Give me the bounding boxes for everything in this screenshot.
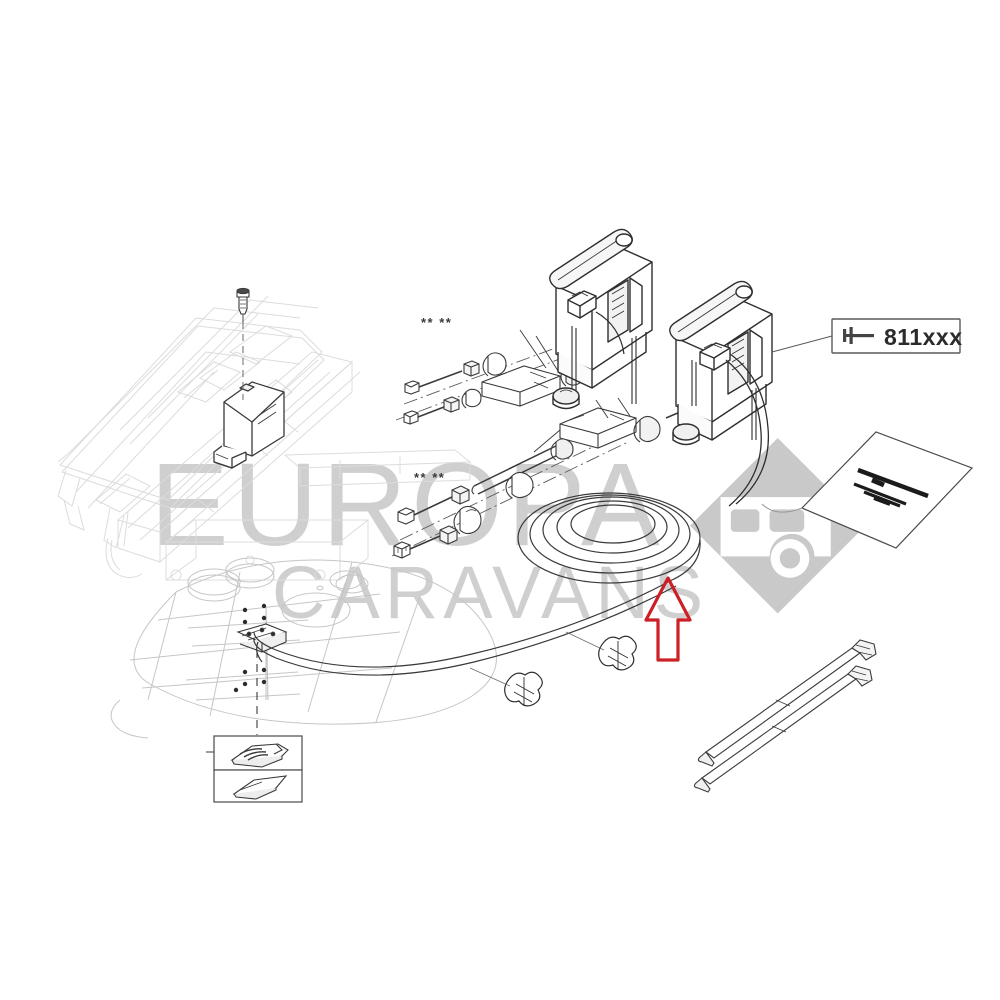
- marker-lower: ** **: [414, 470, 445, 485]
- chassis-aframe: [57, 295, 472, 581]
- part-number-callout[interactable]: 811xxx: [771, 318, 962, 354]
- instruction-sheet-curl: [761, 503, 803, 513]
- cable-tie-2: [693, 665, 873, 793]
- callout-box: [831, 318, 961, 354]
- watermark: EUROPA CARAVANS: [150, 438, 866, 634]
- part-number-text: 811xxx: [884, 324, 962, 350]
- drive-unit-right: [669, 280, 773, 507]
- cable-clip-2: [504, 671, 543, 707]
- marker-upper: ** **: [421, 315, 452, 330]
- clip-leader-lines: [469, 631, 605, 687]
- caravan-badge-logo: [690, 438, 866, 614]
- detail-box-top: [213, 735, 303, 771]
- cable-run: [253, 579, 677, 676]
- red-highlight-arrow: [644, 576, 692, 662]
- mount-screw: [236, 287, 250, 322]
- watermark-line2: CARAVANS: [272, 551, 708, 634]
- plate-node-markers: [233, 603, 267, 693]
- detail-box-bottom: [213, 769, 303, 803]
- control-box-chassis: [213, 381, 285, 469]
- callout-leader-line: [771, 335, 833, 353]
- instruction-sheet: [800, 431, 974, 549]
- cable-clip-1: [598, 635, 637, 671]
- coiled-cable: [517, 492, 701, 584]
- cable-tie-1: [697, 639, 877, 767]
- shaft-hardware-lower: [391, 395, 713, 559]
- drive-unit-left: [549, 228, 653, 410]
- floor-mount-plate: [236, 623, 288, 653]
